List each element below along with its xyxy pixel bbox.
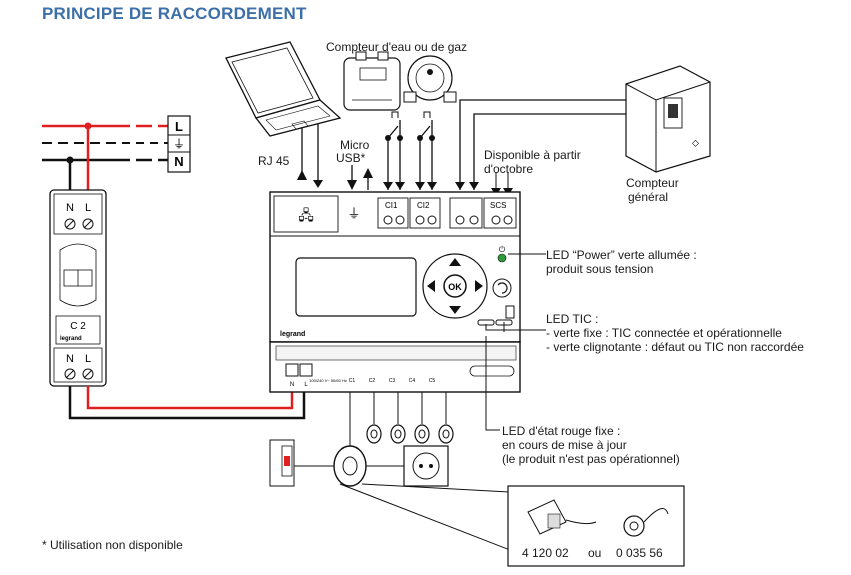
- label-water-gas-meter: Compteur d'eau ou de gaz: [326, 40, 468, 54]
- mains-n-label: N: [174, 154, 183, 169]
- port-ci1: CI1: [385, 201, 398, 210]
- label-available-2: d'octobre: [484, 162, 533, 176]
- ref-b: 0 035 56: [616, 546, 663, 560]
- terminal-c4: C4: [409, 378, 416, 384]
- svg-text:⬦: ⬦: [692, 138, 699, 149]
- terminal-c5: C5: [429, 378, 436, 384]
- breaker-model: C 2: [70, 321, 86, 332]
- mains-lines: [42, 122, 168, 200]
- clamp-sensor-icon: [527, 499, 597, 535]
- ref-a: 4 120 02: [522, 546, 569, 560]
- ring-sensor-icon: [623, 508, 669, 537]
- port-scs: SCS: [490, 201, 506, 210]
- mains-earth-label: ⏚: [173, 137, 185, 151]
- svg-text:⏻: ⏻: [499, 245, 506, 254]
- pulse-input-wiring: [383, 111, 437, 190]
- terminal-voltage: 100/240 V~ 50/60 Hz: [309, 378, 347, 383]
- terminal-l: L: [304, 382, 308, 388]
- label-available-1: Disponible à partir: [484, 148, 581, 162]
- port-ci2: CI2: [417, 201, 430, 210]
- label-led-state-2: en cours de mise à jour: [502, 438, 627, 452]
- label-led-state-1: LED d'état rouge fixe :: [502, 424, 621, 438]
- label-led-power-2: produit sous tension: [546, 262, 654, 276]
- label-micro: Micro: [340, 138, 370, 152]
- outlet-icon: [366, 445, 449, 487]
- label-usb: USB*: [336, 151, 366, 165]
- label-main-meter-2: général: [628, 190, 669, 204]
- label-led-state-3: (le produit n'est pas opérationnel): [502, 452, 680, 466]
- terminal-c2: C2: [369, 378, 376, 384]
- label-led-power-1: LED “Power” verte allumée :: [546, 248, 697, 262]
- terminal-n: N: [290, 382, 294, 388]
- label-led-tic-3: - verte clignotante : défaut ou TIC non …: [546, 340, 804, 354]
- usb-port-icon: ⏚: [347, 206, 360, 221]
- water-meter-icon: [403, 55, 457, 103]
- breaker-top-n: N: [66, 202, 74, 214]
- small-breaker-icon: [269, 439, 334, 487]
- laptop-icon: [225, 41, 342, 137]
- main-meter-icon: ⬦: [625, 65, 711, 173]
- terminal-c3: C3: [389, 378, 396, 384]
- page-title: PRINCIPE DE RACCORDEMENT: [42, 4, 307, 23]
- gas-meter-icon: [343, 51, 401, 111]
- mains-terminal-box: L ⏚ N: [167, 115, 191, 173]
- ok-button-label: OK: [448, 282, 462, 292]
- label-led-tic-2: - verte fixe : TIC connectée et opératio…: [546, 326, 782, 340]
- breaker-top-l: L: [85, 202, 91, 214]
- breaker-bot-n: N: [66, 353, 74, 365]
- ref-or: ou: [588, 546, 602, 560]
- device-brand: legrand: [280, 331, 305, 338]
- label-rj45: RJ 45: [258, 154, 290, 168]
- ethernet-port-icon: 🖧: [298, 207, 314, 223]
- breaker-brand: legrand: [60, 336, 82, 342]
- energy-module: 🖧 ⏚ CI1 CI2 SCS OK ⏻ legrand N: [269, 191, 521, 393]
- mains-l-label: L: [175, 119, 183, 134]
- label-led-tic-1: LED TIC :: [546, 312, 599, 326]
- breaker-bot-l: L: [85, 353, 91, 365]
- circuit-breaker: N L C 2 legrand N L: [49, 189, 107, 387]
- footnote: * Utilisation non disponible: [42, 538, 183, 552]
- terminal-c1: C1: [349, 378, 356, 384]
- label-main-meter-1: Compteur: [626, 176, 679, 190]
